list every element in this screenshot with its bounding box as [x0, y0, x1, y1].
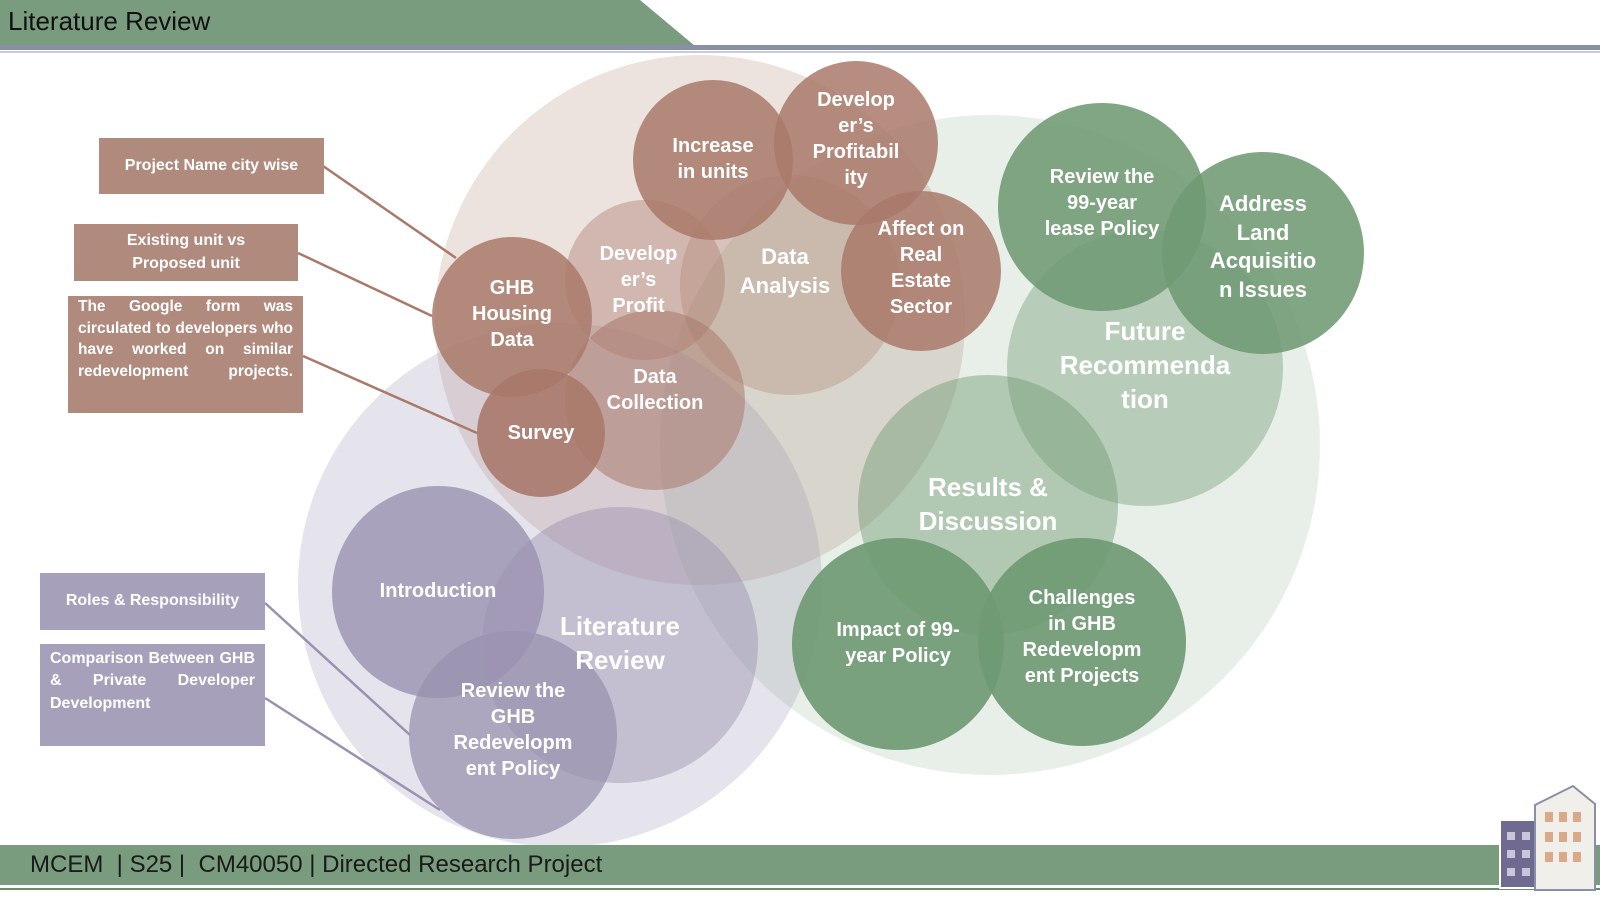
title-bar: Literature Review — [0, 0, 695, 46]
label-introduction: Introduction — [379, 580, 497, 602]
review-ghb-policy-circle — [409, 631, 617, 839]
survey-circle — [477, 369, 605, 497]
building-icon — [1499, 784, 1596, 891]
label-results-discussion: Results & Discussion — [918, 472, 1058, 536]
header-rule-light — [0, 51, 1600, 53]
label-address-land: Address Land Acquisitio n Issues — [1209, 191, 1317, 302]
label-review-lease: Review the 99-year lease Policy — [1044, 166, 1160, 240]
label-impact-policy: Impact of 99- year Policy — [836, 619, 960, 667]
label-challenges: Challenges in GHB Redevelopm ent Project… — [1022, 587, 1142, 687]
footer-bar: MCEM | S25 | CM40050 | Directed Research… — [0, 845, 1600, 885]
footer-rule — [0, 888, 1600, 890]
challenges-circle — [978, 538, 1186, 746]
connector-google-form — [302, 354, 478, 435]
affect-real-estate-circle — [841, 191, 1001, 351]
label-data-collection: Data Collection — [606, 366, 704, 414]
note-existing-unit: Existing unit vs Proposed unit — [74, 224, 298, 281]
connector-project-name — [322, 164, 457, 260]
label-ghb-housing: GHB Housing Data — [472, 277, 552, 351]
label-increase-units: Increase in units — [672, 135, 754, 183]
label-future-recommendation: Future Recommenda tion — [1059, 316, 1231, 414]
label-review-ghb-policy: Review the GHB Redevelopm ent Policy — [453, 680, 573, 780]
note-comparison: Comparison Between GHB & Private Develop… — [40, 644, 265, 746]
address-land-circle — [1162, 152, 1364, 354]
review-lease-circle — [998, 103, 1206, 311]
connector-roles — [264, 602, 411, 736]
connector-comparison — [264, 696, 441, 812]
header-rule — [0, 45, 1600, 50]
label-dev-profit: Develop er’s Profit — [599, 243, 678, 317]
label-dev-profitability: Develop er’s Profitabil ity — [812, 89, 900, 189]
ghb-housing-circle — [432, 237, 592, 397]
increase-units-circle — [633, 80, 793, 240]
page-title: Literature Review — [8, 6, 211, 36]
label-survey: Survey — [507, 422, 575, 444]
note-google-form: The Google form was circulated to develo… — [68, 296, 303, 413]
connector-existing-unit — [297, 251, 433, 318]
footer-text: MCEM | S25 | CM40050 | Directed Research… — [30, 851, 603, 878]
note-roles: Roles & Responsibility — [40, 573, 265, 630]
impact-policy-circle — [792, 538, 1004, 750]
note-project-name: Project Name city wise — [99, 138, 324, 194]
dev-profitability-circle — [774, 61, 938, 225]
label-affect-real-estate: Affect on Real Estate Sector — [877, 218, 965, 318]
label-literature-review: Literature Review — [560, 611, 680, 675]
data-collection-ring — [565, 310, 745, 490]
label-data-analysis: Data Analysis — [739, 244, 831, 298]
